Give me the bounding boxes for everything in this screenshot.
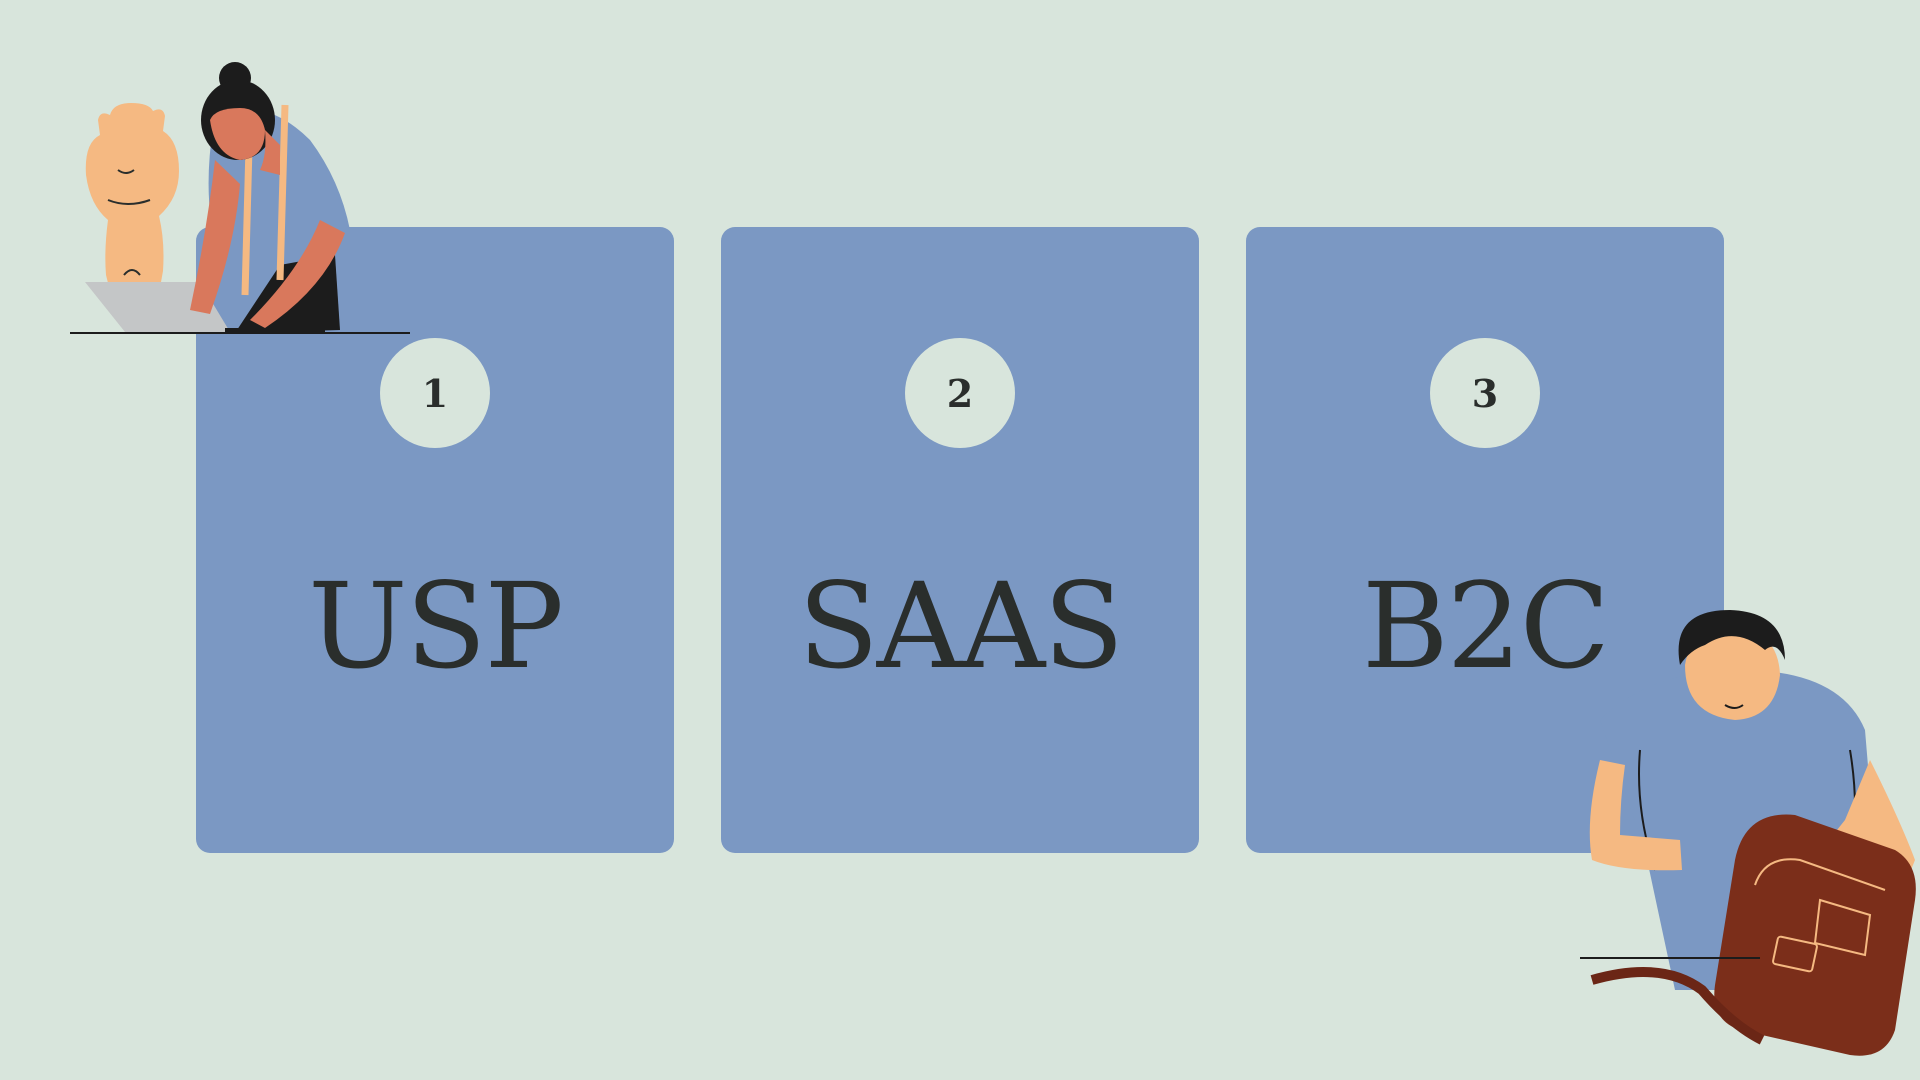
step-badge-3: 3 [1430,338,1540,448]
card-saas: 2 SAAS [721,227,1199,853]
tailor-figure [190,62,350,333]
card-label-usp: USP [308,557,564,695]
card-usp: 1 USP [196,227,674,853]
tailor-illustration [70,62,410,334]
step-badge-1: 1 [380,338,490,448]
leather-bag-icon [1714,814,1916,1056]
card-label-b2c: B2C [1361,557,1610,695]
mannequin-icon [85,103,179,298]
card-label-saas: SAAS [797,557,1124,695]
bag-illustration [1580,610,1916,1056]
step-badge-2: 2 [905,338,1015,448]
